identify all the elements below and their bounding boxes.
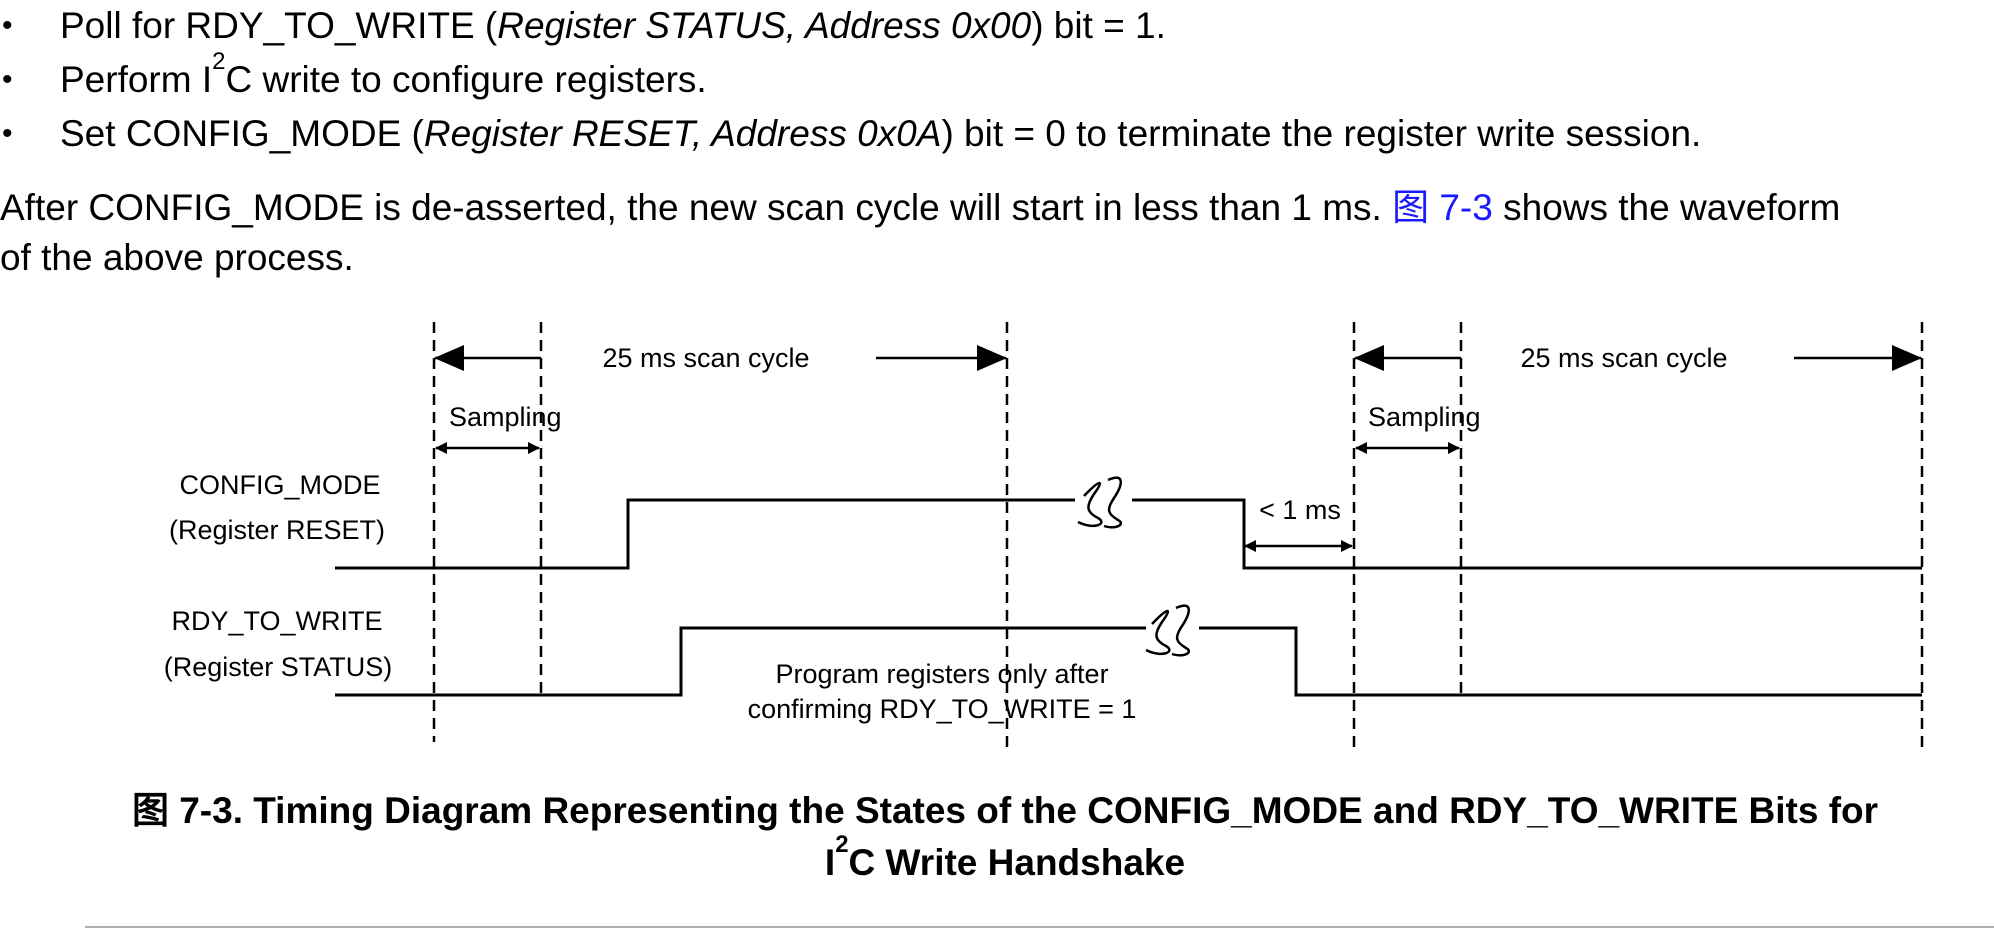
figure-link[interactable]: 图 7-3 [1392, 187, 1493, 228]
scan-cycle-label: 25 ms scan cycle [1520, 343, 1727, 373]
config-mode-waveform [335, 498, 1922, 570]
scan-cycle-label: 25 ms scan cycle [602, 343, 809, 373]
caption-line-1: 图 7-3. Timing Diagram Representing the S… [131, 790, 1879, 831]
break-symbol [1103, 476, 1123, 529]
note-line: confirming RDY_TO_WRITE = 1 [748, 694, 1137, 724]
paragraph-line-2: of the above process. [0, 237, 354, 278]
bullet-text: Poll for RDY_TO_WRITE (Register STATUS, … [60, 5, 1166, 46]
bullet-item: • Perform I2C write to configure registe… [0, 48, 1994, 106]
bullet-marker: • [2, 117, 13, 150]
figure-caption: 图 7-3. Timing Diagram Representing the S… [0, 785, 1994, 889]
body-paragraph: After CONFIG_MODE is de-asserted, the ne… [0, 183, 1994, 283]
signal-name: CONFIG_MODE [179, 470, 380, 500]
bullet-marker: • [2, 9, 13, 42]
signal-register: (Register RESET) [169, 515, 385, 545]
sampling-label: Sampling [449, 402, 562, 432]
horizontal-rule [85, 926, 1994, 928]
timing-diagram: 25 ms scan cycle 25 ms scan cycle Sampli… [164, 322, 1924, 748]
note-line: Program registers only after [775, 659, 1108, 689]
sampling-label: Sampling [1368, 402, 1481, 432]
break-symbol [1145, 609, 1171, 656]
signal-register: (Register STATUS) [164, 652, 393, 682]
delay-label: < 1 ms [1259, 495, 1341, 525]
break-symbol [1171, 604, 1191, 657]
bullet-text: Set CONFIG_MODE (Register RESET, Address… [60, 113, 1702, 154]
signal-name: RDY_TO_WRITE [171, 606, 382, 636]
rdy-to-write-waveform [335, 626, 1922, 697]
bullet-item: • Poll for RDY_TO_WRITE (Register STATUS… [0, 0, 1994, 52]
break-symbol [1077, 481, 1103, 528]
caption-line-2: I2C Write Handshake [824, 831, 1186, 884]
bullet-item: • Set CONFIG_MODE (Register RESET, Addre… [0, 108, 1994, 160]
bullet-text: Perform I2C write to configure registers… [60, 48, 707, 101]
paragraph-line-1: After CONFIG_MODE is de-asserted, the ne… [0, 187, 1841, 228]
bullet-marker: • [2, 63, 13, 96]
